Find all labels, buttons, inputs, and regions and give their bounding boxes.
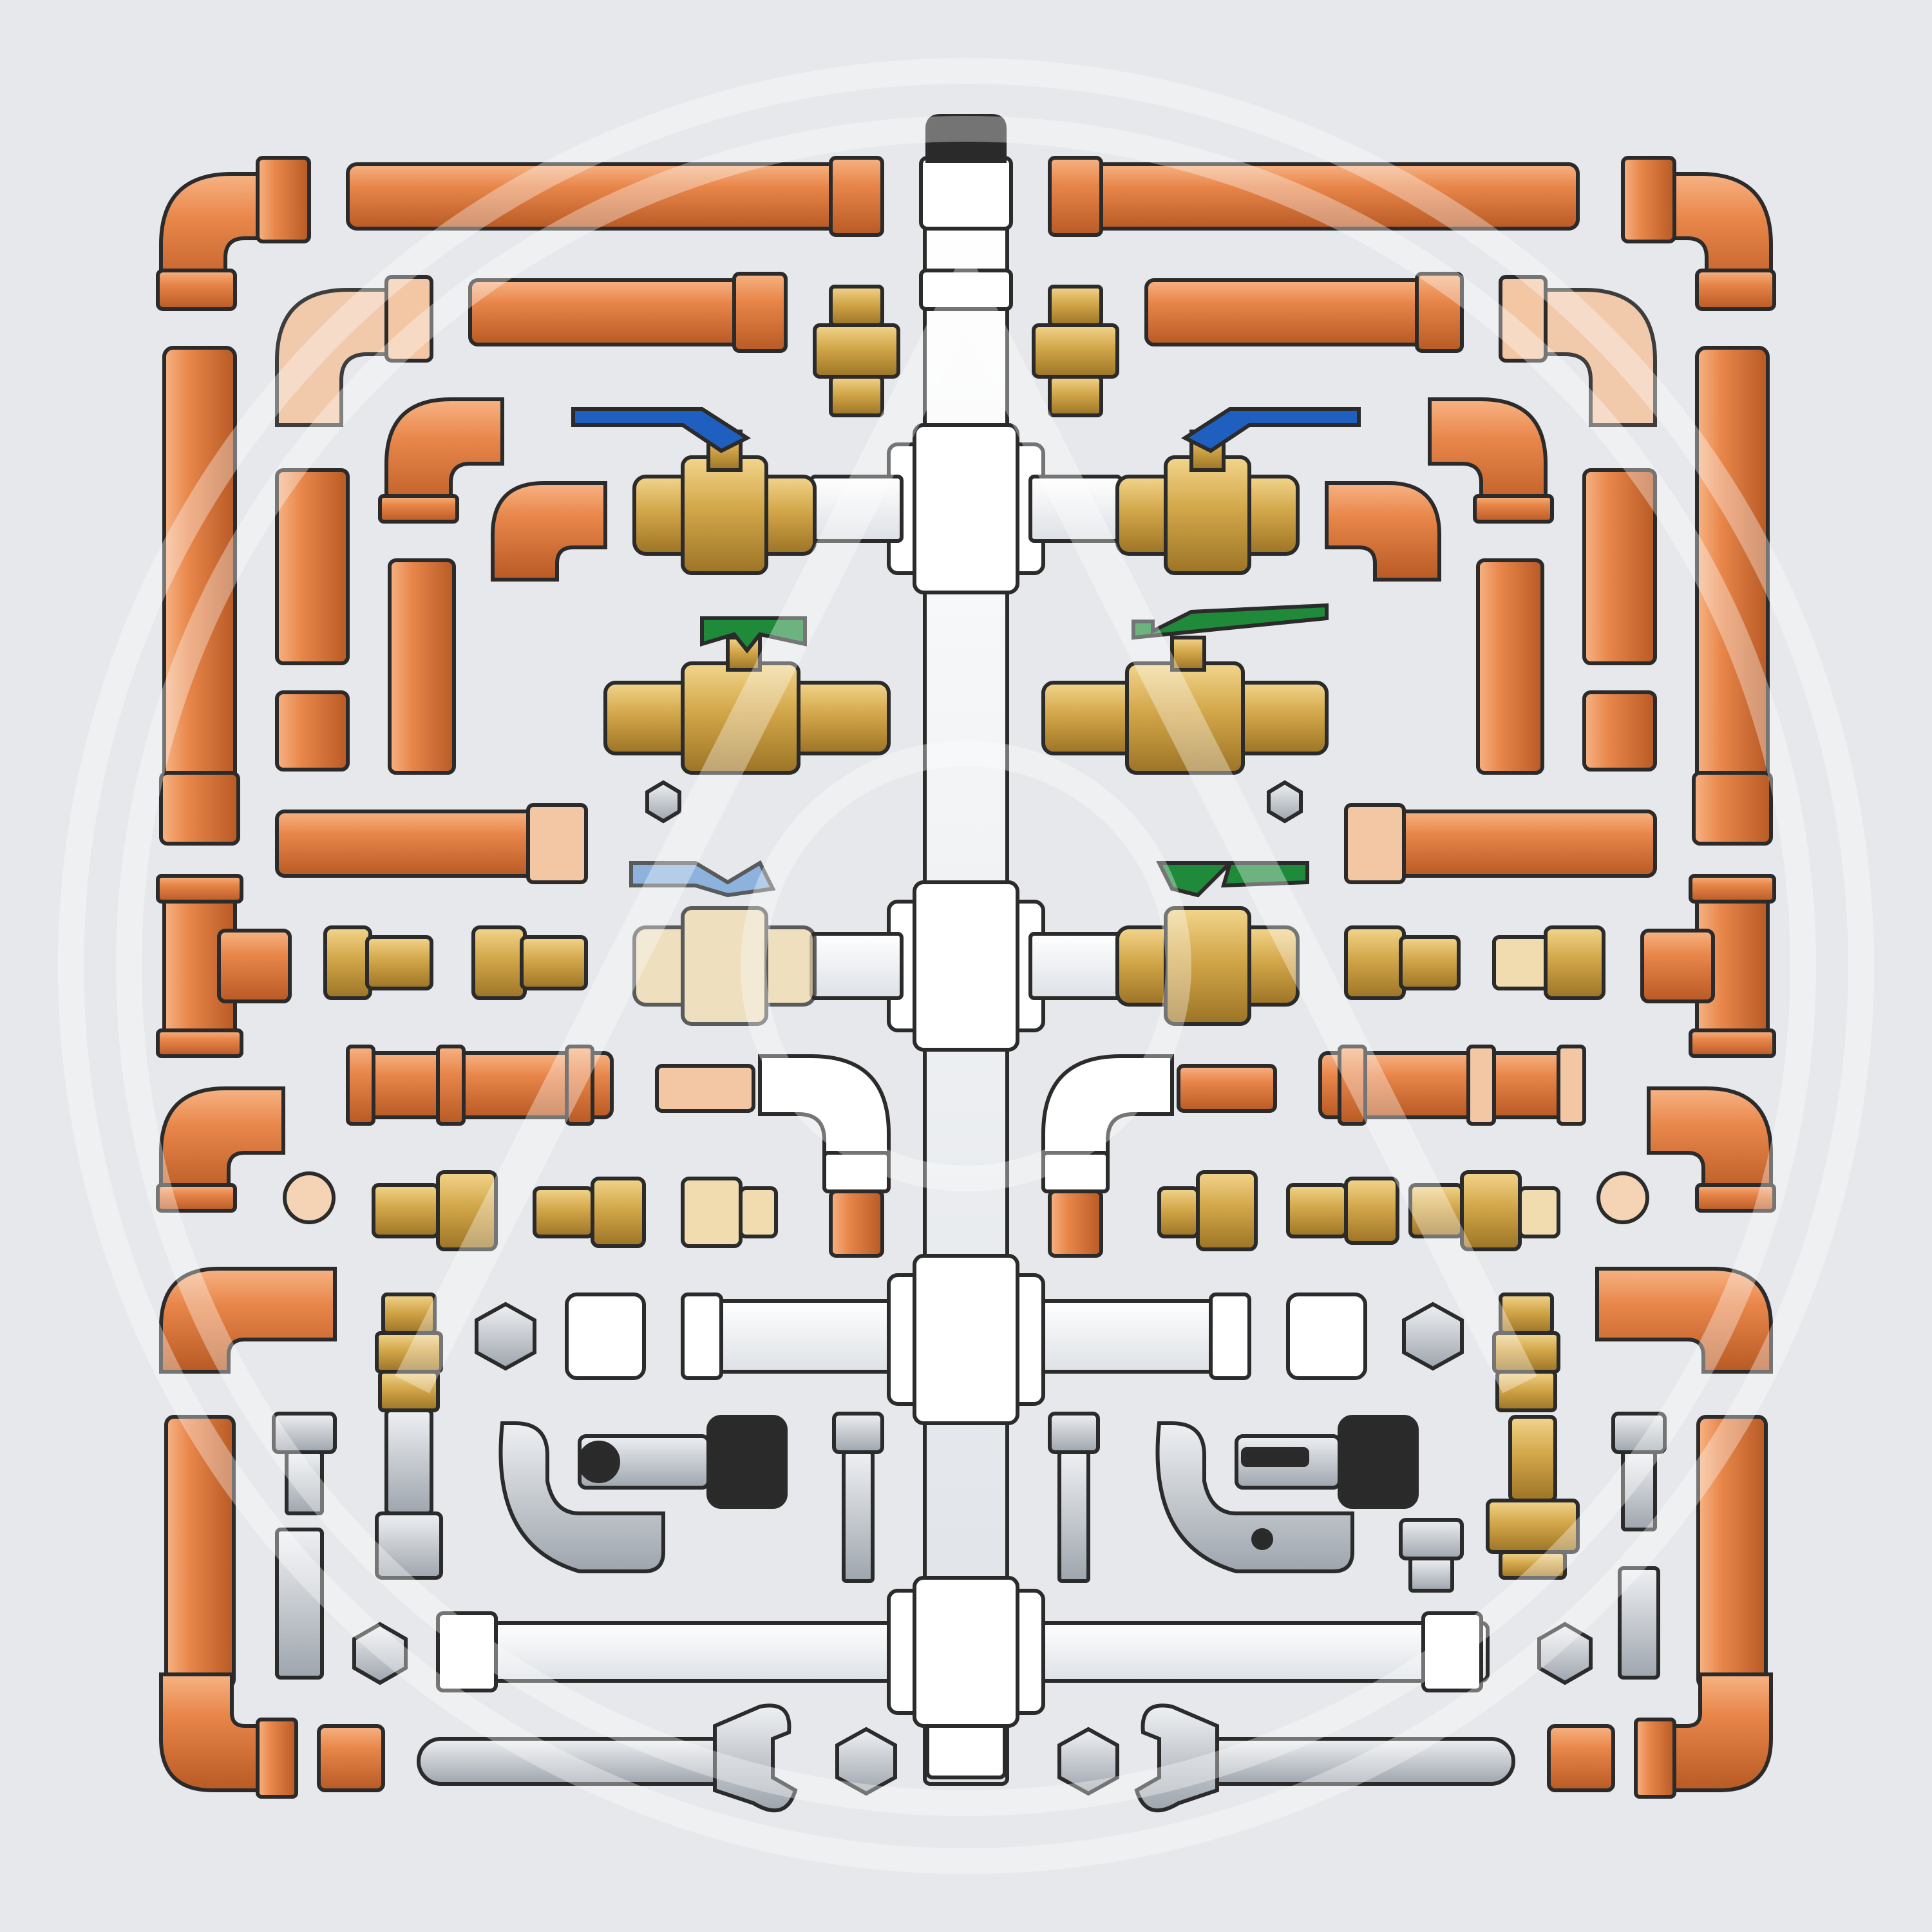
pvc-union [565,1293,646,1380]
brass-adapter [533,1186,594,1238]
watermark [58,58,1874,1874]
hex-nut [1267,780,1303,824]
adjustable-wrench-left [417,1703,798,1813]
ball-valve-lower-right [1115,861,1309,1026]
copper-elbow-mid-right [1647,1086,1773,1200]
copper-tee-left [156,874,292,1058]
brass-nipple [1048,285,1103,327]
ball-valve-mid-right [1041,603,1329,775]
brass-fittings [323,285,1605,1580]
copper-inner-right [1144,272,1657,1126]
copper-elbow-lower-right [1595,1267,1773,1374]
ball-valve-lower-left [629,860,817,1026]
pvc-cap-collar [919,156,1013,231]
pvc-elbow-right [1041,1054,1174,1161]
pipe-cutter-left [498,1415,788,1573]
blue-handle [1180,407,1361,453]
copper-elbow [275,288,395,427]
ball-valve-top-right [1115,407,1361,575]
washer [1596,1171,1649,1224]
pvc-cross-4 [436,1576,1490,1728]
pvc-cross-3 [681,1254,1251,1425]
brass-adapter [1344,925,1406,1000]
green-handle [700,616,807,654]
copper-elbow [1325,481,1441,582]
hex-nut [475,1302,536,1371]
copper-coupling-bottom-left [317,1724,385,1792]
pvc-cross-1 [810,423,1122,594]
copper-pipe-short [1582,468,1657,665]
copper-elbow [384,397,504,517]
brass-adapter [1286,1183,1348,1238]
ball-valve-mid-left [603,616,891,775]
pvc-collar [919,269,1013,311]
cutter-knob [706,1415,788,1509]
ball-valve-top-left [571,407,817,575]
brass-adapter [323,925,372,1000]
pvc-union [1286,1293,1367,1380]
adjustable-wrench-right [1134,1703,1515,1813]
copper-elbow [1537,288,1657,427]
cutter-knob [1338,1415,1419,1509]
hex-nut [352,1622,408,1685]
bolt [1048,1412,1100,1454]
hex-nut [645,780,681,824]
brass-adapter [471,925,527,1000]
copper-pipe [1144,278,1464,346]
brass-nipple [829,285,884,327]
brass-adapter [1157,1186,1200,1238]
brass-adapter [372,1183,440,1238]
hex-nut [1402,1302,1464,1371]
blue-handle [571,407,752,453]
brass-adapter [681,1177,743,1248]
copper-pipe-short [388,558,456,775]
pvc-elbow-left [758,1054,891,1161]
pvc-parts [565,1054,1367,1380]
copper-coupling [275,690,350,772]
hardware-nuts [283,780,1649,1796]
hex-nut [835,1727,897,1796]
steel-pipe-stub [384,1408,433,1515]
copper-inner-left [275,272,788,1126]
copper-elbow [1428,397,1548,517]
bolts [272,1408,1667,1680]
copper-pipe-short [1476,558,1544,775]
copper-coupling [1582,690,1657,772]
pvc-cross-2 [810,880,1122,1052]
bolt [832,1412,884,1454]
copper-coupling-bottom-right [1547,1724,1615,1792]
copper-stub [1177,1064,1277,1113]
bolt [1618,1566,1660,1680]
copper-elbow-lower-left [159,1267,337,1374]
brass-stem [1508,1415,1557,1502]
copper-tee-right [1640,874,1776,1058]
copper-elbow [491,481,607,582]
copper-frame [156,156,1776,1799]
black-end-cap [925,114,1007,163]
green-lever [1132,603,1329,640]
copper-stub [655,1064,755,1113]
hex-nut [1537,1622,1593,1685]
pipe-cutter-right [1155,1415,1419,1573]
hex-nut [1057,1727,1119,1796]
copper-pipe-short [275,468,350,665]
copper-elbow-mid-left [159,1086,285,1200]
bolt [275,1528,324,1680]
bolt [1399,1518,1464,1560]
washer [283,1171,336,1224]
